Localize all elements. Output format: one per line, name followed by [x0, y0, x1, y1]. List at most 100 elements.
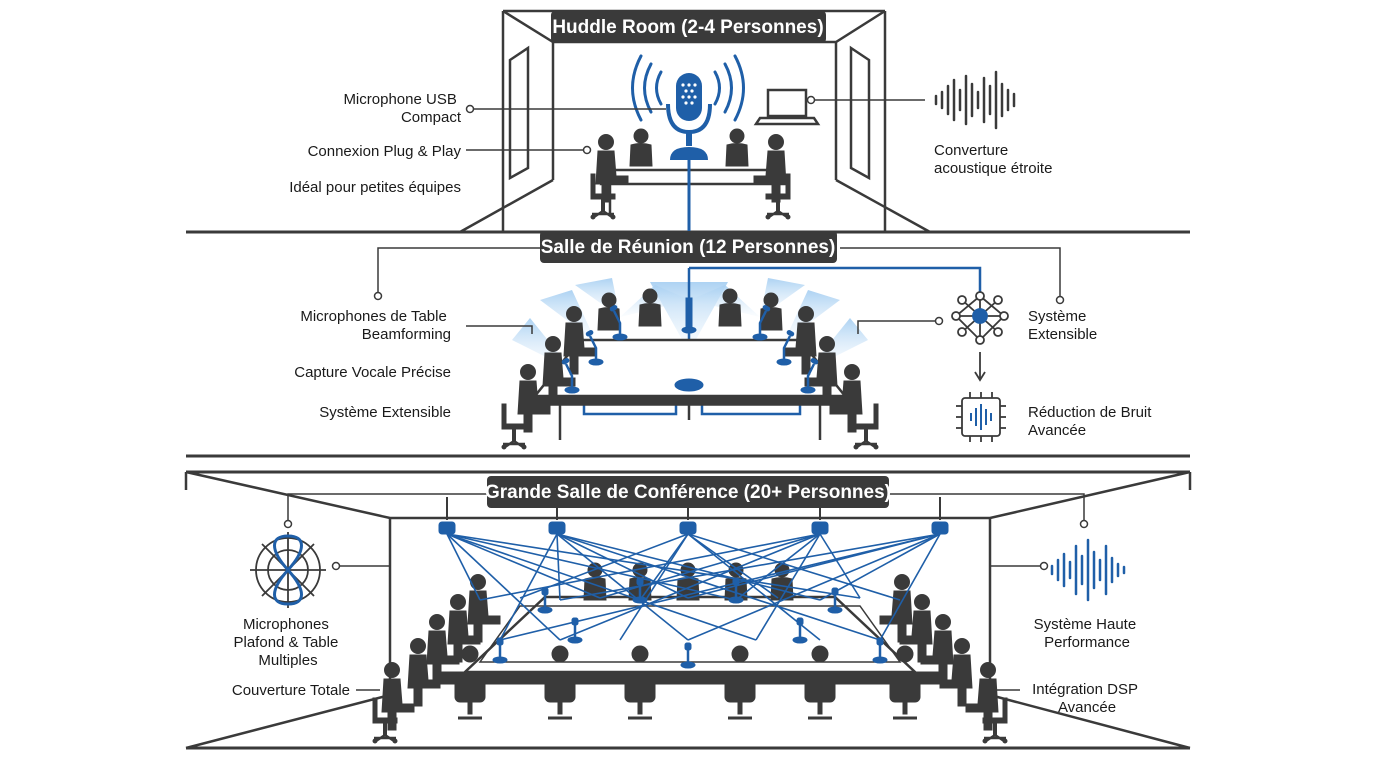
- meeting-left-label: Capture Vocale Précise: [294, 364, 451, 381]
- coverage-line: [879, 533, 941, 641]
- chair-icon: [453, 670, 487, 720]
- coverage-line: [446, 533, 757, 641]
- noise-reduction-chip-icon: [956, 392, 1006, 442]
- coverage-line: [556, 533, 561, 601]
- chair-icon: [543, 670, 577, 720]
- coverage-line: [687, 533, 941, 641]
- conference-room-section: Grande Salle de Conférence (20+ Personne…: [184, 470, 1192, 750]
- huddle-left-label: Connexion Plug & Play: [308, 143, 462, 160]
- coverage-line: [446, 533, 601, 599]
- ceiling-microphone-icon: [931, 521, 949, 535]
- svg-text:Système Extensible: Système Extensible: [1028, 308, 1097, 343]
- conference-left-label: Microphones: [243, 616, 329, 633]
- section-title: Grande Salle de Conférence (20+ Personne…: [485, 482, 891, 503]
- chair-icon: [723, 670, 757, 720]
- coverage-line: [687, 533, 779, 599]
- person-icon: [595, 134, 629, 203]
- coverage-line: [446, 533, 561, 641]
- table-microphone-icon: [872, 637, 888, 664]
- ceiling-microphone-icon: [548, 521, 566, 535]
- chair-icon: [623, 670, 657, 720]
- huddle-room-section: Huddle Room (2-4 Personnes) Microphone U…: [186, 9, 1190, 234]
- chair-icon: [888, 670, 922, 720]
- person-icon: [631, 645, 649, 663]
- conference-left-label: Couverture Totale: [232, 682, 350, 699]
- conference-right-label: Système Haute: [1034, 616, 1137, 633]
- meeting-title-badge: Salle de Réunion (12 Personnes): [540, 231, 837, 263]
- section-title: Salle de Réunion (12 Personnes): [541, 237, 836, 258]
- huddle-left-label: Idéal pour petites équipes: [289, 179, 461, 196]
- waveform-icon: [1050, 538, 1126, 602]
- svg-text:Microphones Plafond & Ta: Microphones Plafond & Table Multiples: [234, 616, 343, 669]
- polar-pattern-icon: [250, 532, 326, 608]
- svg-text:Microphone USB Compact: Microphone USB Compact: [343, 91, 461, 126]
- meeting-right-label: Système: [1028, 308, 1086, 325]
- table-microphone-icon: [680, 642, 696, 669]
- table-microphone-icon: [492, 637, 508, 664]
- table-microphone-icon: [792, 617, 808, 644]
- waveform-icon: [934, 70, 1016, 130]
- svg-text:Réduction de Bruit Avanc: Réduction de Bruit Avancée: [1028, 404, 1156, 439]
- coverage-line: [556, 533, 821, 601]
- conference-title-badge: Grande Salle de Conférence (20+ Personne…: [485, 476, 891, 508]
- meeting-right-label: Avancée: [1028, 422, 1086, 439]
- coverage-line: [499, 533, 558, 641]
- person-icon: [811, 645, 829, 663]
- conference-right-label: Performance: [1044, 634, 1130, 651]
- coverage-line: [479, 533, 821, 601]
- person-icon: [896, 645, 914, 663]
- coverage-line: [819, 533, 861, 599]
- ceiling-microphone-icon: [811, 521, 829, 535]
- meeting-left-label: Système Extensible: [319, 404, 451, 421]
- coverage-line: [819, 533, 941, 601]
- huddle-title-badge: Huddle Room (2-4 Personnes): [551, 11, 826, 43]
- network-hub-icon: [951, 291, 1009, 382]
- table-microphone-icon: [632, 577, 648, 604]
- svg-text:Converture acoustique ét: Converture acoustique étroite: [934, 142, 1052, 177]
- coverage-line: [619, 533, 689, 641]
- coverage-line: [559, 533, 821, 641]
- person-icon: [731, 645, 749, 663]
- huddle-left-label: Compact: [401, 109, 462, 126]
- conference-right-label: Avancée: [1058, 699, 1116, 716]
- coverage-line: [687, 533, 901, 601]
- huddle-right-label: Converture: [934, 142, 1008, 159]
- table-microphone-icon: [827, 587, 843, 614]
- conference-left-label: Multiples: [258, 652, 317, 669]
- huddle-right-label: acoustique étroite: [934, 160, 1052, 177]
- coverage-line: [559, 533, 941, 601]
- table-microphone-icon: [537, 587, 553, 614]
- person-icon: [461, 645, 479, 663]
- section-title: Huddle Room (2-4 Personnes): [552, 17, 823, 38]
- conference-right-label: Intégration DSP: [1032, 681, 1138, 698]
- meeting-left-label: Microphones de Table: [300, 308, 446, 325]
- conference-left-label: Plafond & Table: [234, 634, 339, 651]
- chair-icon: [803, 670, 837, 720]
- person-icon: [725, 128, 749, 167]
- meeting-left-label: Beamforming: [362, 326, 451, 343]
- coverage-line: [735, 533, 821, 601]
- table-microphone-icon: [567, 617, 583, 644]
- person-icon: [753, 134, 787, 203]
- meeting-right-label: Extensible: [1028, 326, 1097, 343]
- ceiling-microphone-icon: [438, 521, 456, 535]
- svg-text:Intégration DSP Avancée: Intégration DSP Avancée: [1032, 681, 1142, 716]
- huddle-left-label: Microphone USB: [343, 91, 456, 108]
- svg-text:Système Haute Performanc: Système Haute Performance: [1034, 616, 1141, 651]
- coverage-line: [446, 533, 481, 601]
- meeting-room-section: Salle de Réunion (12 Personnes) Micropho…: [186, 231, 1190, 458]
- person-icon: [629, 128, 653, 167]
- table-microphone-icon: [560, 297, 820, 395]
- person-icon: [551, 645, 569, 663]
- table-microphone-icon: [728, 577, 744, 604]
- svg-text:Microphones de Table Bea: Microphones de Table Beamforming: [300, 308, 451, 343]
- coverage-line: [755, 533, 821, 641]
- meeting-right-label: Réduction de Bruit: [1028, 404, 1152, 421]
- ceiling-microphone-coverage: [446, 497, 941, 641]
- laptop-icon: [753, 88, 821, 126]
- coverage-line: [446, 533, 737, 601]
- usb-microphone-icon: [631, 54, 745, 160]
- ceiling-microphone-icon: [679, 521, 697, 535]
- coverage-line: [556, 533, 689, 599]
